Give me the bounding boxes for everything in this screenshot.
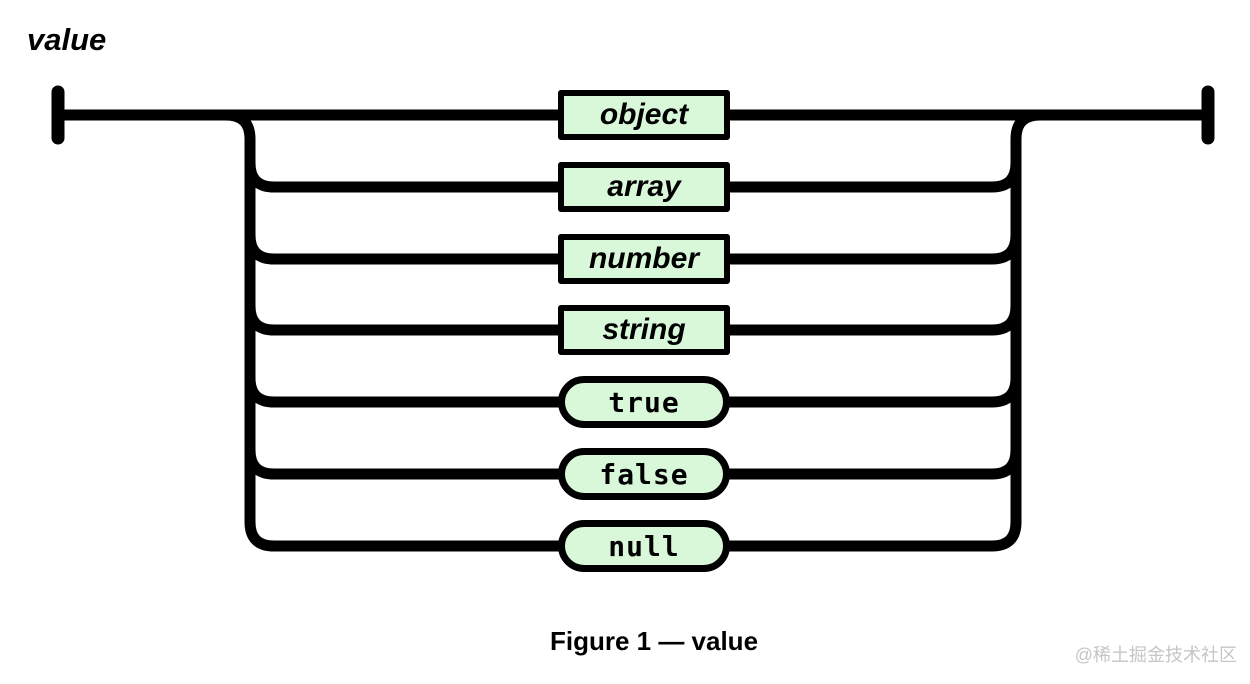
node-array: array xyxy=(558,162,730,212)
figure-caption: Figure 1 — value xyxy=(549,626,759,656)
node-false: false xyxy=(558,448,730,500)
node-null: null xyxy=(558,520,730,572)
diagram-title: value xyxy=(27,22,107,57)
node-true: true xyxy=(558,376,730,428)
node-number: number xyxy=(558,234,730,284)
watermark-text: @稀土掘金技术社区 xyxy=(1074,645,1237,665)
node-object: object xyxy=(558,90,730,140)
node-string: string xyxy=(558,305,730,355)
